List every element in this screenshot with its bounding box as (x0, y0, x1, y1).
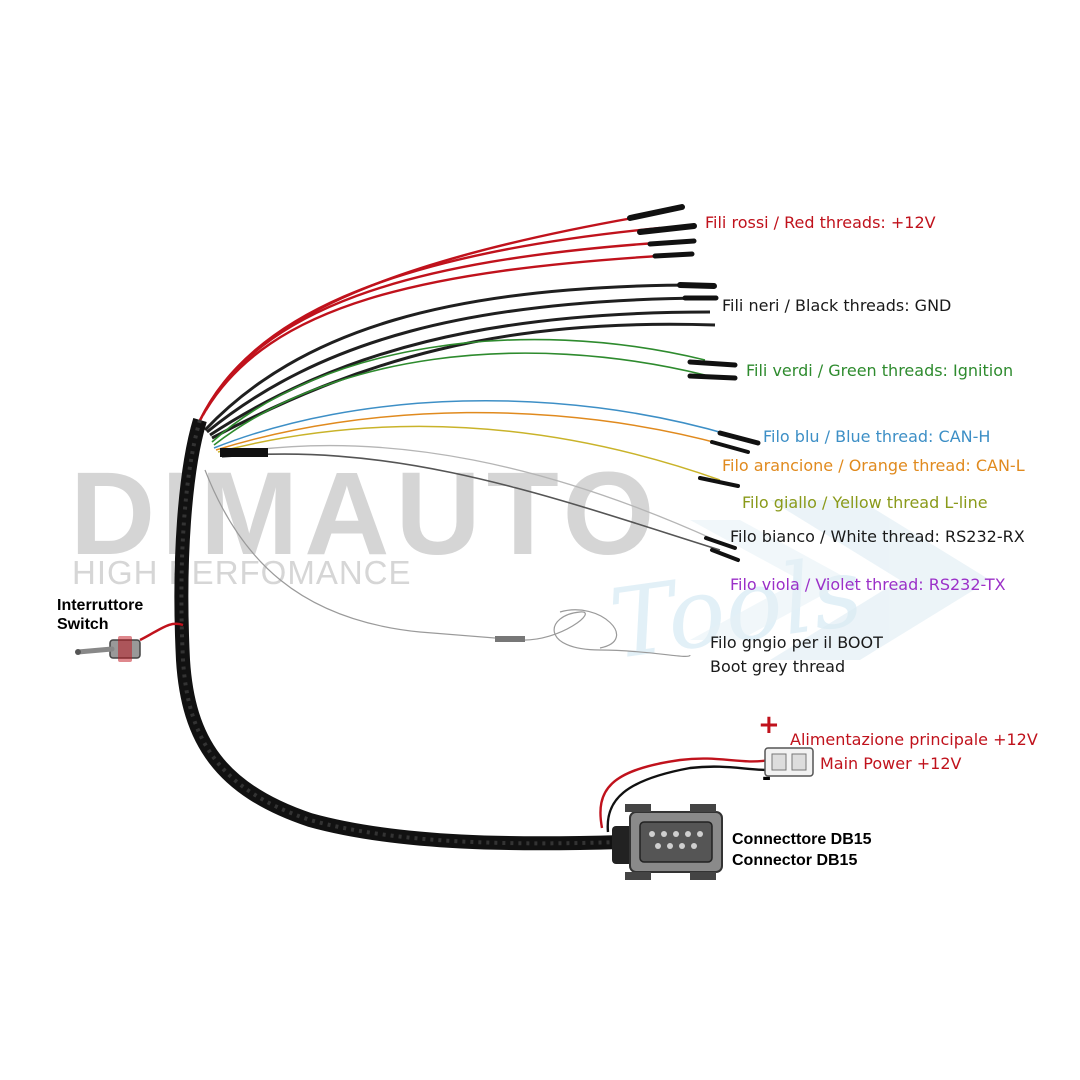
toggle-switch-icon (75, 636, 141, 662)
white-wire (219, 444, 716, 541)
power-plug-icon (764, 747, 814, 777)
power-plus-sign: + (758, 710, 780, 740)
black-wire-tips (677, 282, 719, 301)
label-white-thread: Filo bianco / White thread: RS232-RX (730, 527, 1025, 546)
label-green-threads: Fili verdi / Green threads: Ignition (746, 361, 1014, 380)
blue-wire (213, 399, 731, 449)
switch-wire (139, 622, 184, 642)
label-power-line2: Main Power +12V (820, 754, 962, 773)
label-boot-line2: Boot grey thread (710, 657, 846, 676)
yellow-wire (217, 425, 721, 481)
label-connector-line2: Connector DB15 (732, 852, 858, 869)
label-orange-thread: Filo arancione / Orange thread: CAN-L (722, 456, 1025, 475)
label-switch-line2: Switch (57, 616, 109, 633)
watermark-brand: DIMAUTO (70, 448, 661, 580)
label-black-threads: Fili neri / Black threads: GND (722, 296, 952, 315)
label-boot-line1: Filo gngio per il BOOT (710, 633, 883, 652)
label-yellow-thread: Filo giallo / Yellow thread L-line (742, 493, 988, 512)
label-red-threads: Fili rossi / Red threads: +12V (705, 213, 936, 232)
signal-wire-tips (698, 430, 761, 562)
harness-braid (179, 419, 623, 846)
power-red-lead (599, 757, 771, 829)
green-wires (211, 338, 706, 446)
red-wires (196, 213, 676, 426)
label-power-line1: Alimentazione principale +12V (790, 730, 1038, 749)
main-harness (174, 417, 623, 851)
label-blue-thread: Filo blu / Blue thread: CAN-H (763, 427, 991, 446)
orange-wire (215, 411, 726, 451)
label-switch-line1: Interruttore (57, 597, 144, 614)
heat-shrink (220, 448, 268, 457)
label-connector-line1: Connecttore DB15 (732, 831, 872, 848)
boot-wire-tip (495, 636, 525, 642)
red-wire-tips (627, 204, 697, 259)
green-wire-tips (687, 359, 738, 381)
violet-wire (221, 453, 721, 551)
boot-grey-wire (204, 469, 691, 657)
black-wires (203, 283, 716, 440)
db15-connector-icon (612, 804, 723, 880)
power-minus-sign: - (762, 766, 772, 791)
watermark-tagline: HIGH PERFOMANCE (72, 554, 412, 591)
watermark-chevron-icon (690, 500, 990, 660)
label-violet-thread: Filo viola / Violet thread: RS232-TX (730, 575, 1006, 594)
power-black-lead (606, 765, 771, 833)
